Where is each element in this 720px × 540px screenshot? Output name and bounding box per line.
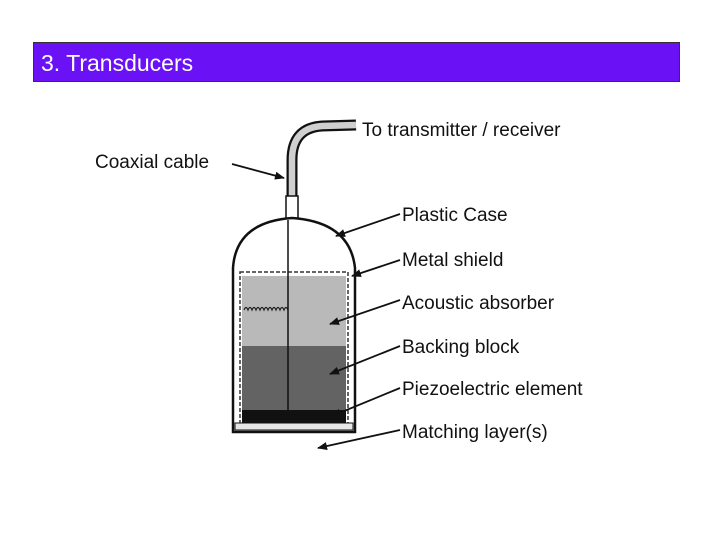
leader-coaxial-cable (231, 163, 285, 180)
label-coaxial-cable: Coaxial cable (95, 152, 209, 173)
label-piezoelectric-element: Piezoelectric element (402, 379, 583, 400)
label-matching-layers: Matching layer(s) (402, 422, 548, 443)
acoustic-absorber-block (242, 276, 346, 346)
label-backing-block: Backing block (402, 337, 520, 358)
coaxial-cable-drawing (285, 119, 357, 221)
slide-title-bar: 3. Transducers (33, 42, 680, 82)
leader-matching-layers (317, 429, 401, 450)
leader-piezoelectric-element (331, 387, 401, 417)
leader-acoustic-absorber (329, 299, 401, 325)
slide-title: 3. Transducers (41, 50, 194, 76)
coil-drawing (243, 306, 289, 312)
piezoelectric-element-block (242, 410, 346, 423)
backing-block (242, 346, 346, 410)
label-plastic-case: Plastic Case (402, 205, 508, 226)
leader-plastic-case (335, 213, 401, 237)
label-acoustic-absorber: Acoustic absorber (402, 293, 555, 314)
leader-backing-block (329, 345, 401, 375)
label-metal-shield: Metal shield (402, 250, 503, 271)
leader-metal-shield (351, 259, 401, 277)
matching-layer-block (234, 422, 354, 431)
label-transmitter-receiver: To transmitter / receiver (362, 120, 561, 141)
